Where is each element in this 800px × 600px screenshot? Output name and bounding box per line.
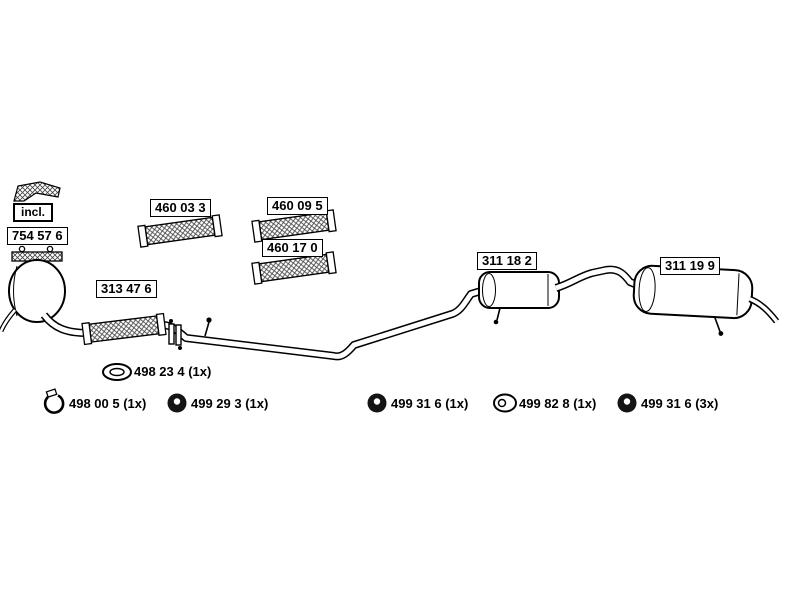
main-pipe-art <box>40 285 490 361</box>
middle-silencer-art <box>478 271 560 325</box>
part-label-460095: 460 09 5 <box>267 197 328 215</box>
fastener-label-499828: 499 82 8 (1x) <box>519 396 597 411</box>
fastener-label-498234: 498 23 4 (1x) <box>134 364 212 379</box>
flex-pipe-art-fitted <box>81 312 167 346</box>
incl-box: incl. <box>13 203 54 222</box>
fastener-label-499293: 499 29 3 (1x) <box>191 396 269 411</box>
mounting-bracket-art <box>13 181 61 202</box>
rubber-mount-icon <box>367 393 387 413</box>
rear-silencer-art <box>632 264 780 336</box>
part-label-460033: 460 03 3 <box>150 199 211 217</box>
catalytic-converter-art <box>0 245 66 333</box>
gasket-icon <box>102 363 132 381</box>
part-label-313476: 313 47 6 <box>96 280 157 298</box>
grommet-icon <box>493 393 517 413</box>
clamp-icon <box>43 388 65 414</box>
flex-pipe-art-1 <box>137 214 223 248</box>
connecting-pipe-art <box>554 265 644 292</box>
part-label-311199: 311 19 9 <box>660 257 720 275</box>
part-label-754576: 754 57 6 <box>7 227 68 245</box>
rubber-mount-icon <box>167 393 187 413</box>
part-label-460170: 460 17 0 <box>262 239 323 257</box>
flange-joint-art <box>168 317 212 350</box>
rubber-mount-icon <box>617 393 637 413</box>
fastener-label-499316-1: 499 31 6 (1x) <box>391 396 469 411</box>
fastener-label-499316-3: 499 31 6 (3x) <box>641 396 719 411</box>
part-label-311182: 311 18 2 <box>477 252 537 270</box>
fastener-label-498005: 498 00 5 (1x) <box>69 396 147 411</box>
